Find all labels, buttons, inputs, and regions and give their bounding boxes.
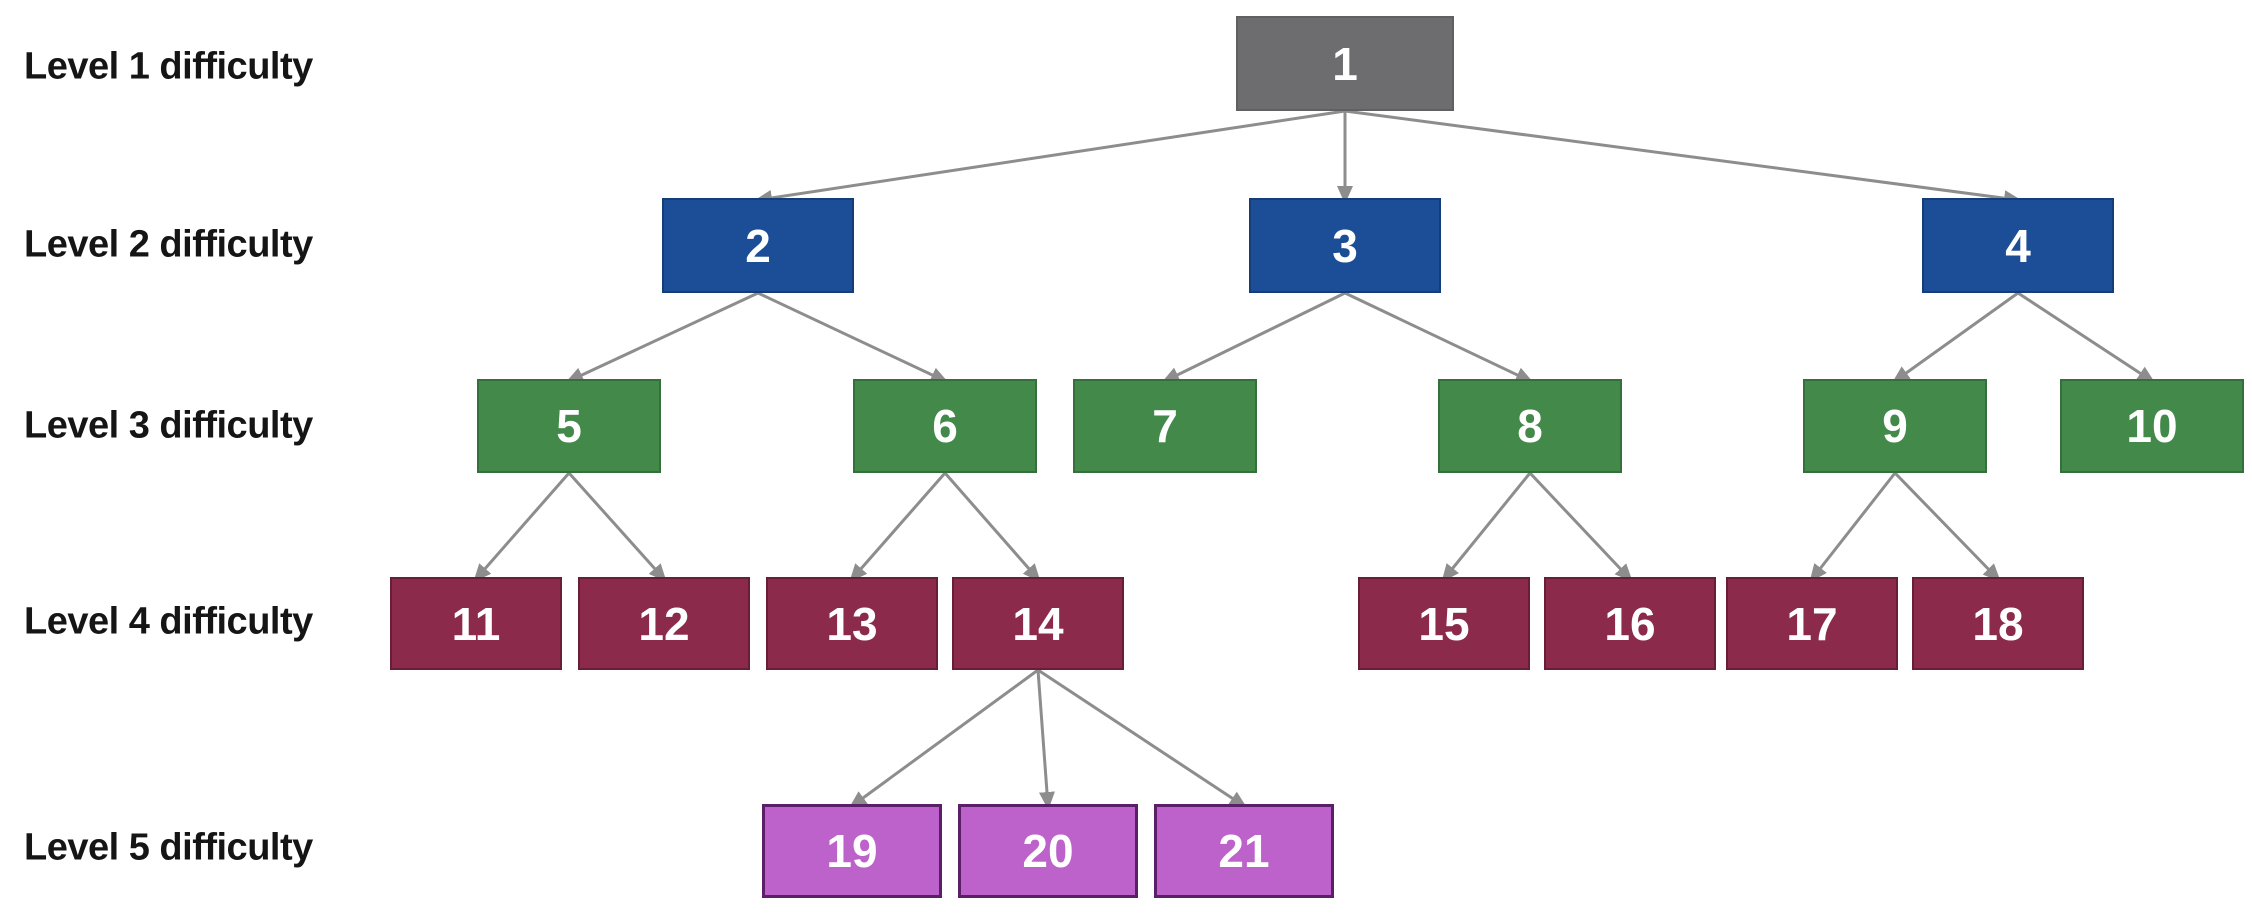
node-21: 21 (1154, 804, 1334, 898)
node-label: 5 (556, 400, 582, 452)
node-20: 20 (958, 804, 1138, 898)
node-15: 15 (1358, 577, 1530, 670)
node-label: 3 (1332, 219, 1358, 272)
row-label-level-2: Level 2 difficulty (24, 223, 313, 266)
edge-14-20 (1036, 669, 1055, 810)
node-label: 19 (826, 825, 878, 877)
node-11: 11 (390, 577, 562, 670)
edge-8-15 (1441, 472, 1532, 583)
node-7: 7 (1073, 379, 1257, 473)
node-label: 8 (1517, 400, 1543, 452)
node-18: 18 (1912, 577, 2084, 670)
node-3: 3 (1249, 198, 1441, 293)
node-label: 12 (638, 597, 690, 650)
node-label: 21 (1218, 825, 1270, 877)
node-label: 9 (1882, 400, 1908, 452)
node-label: 4 (2005, 219, 2031, 272)
node-label: 14 (1012, 597, 1064, 650)
node-label: 11 (451, 597, 501, 650)
edge-9-18 (1893, 471, 2001, 582)
node-label: 10 (2126, 400, 2178, 452)
edge-3-8 (1344, 291, 1534, 383)
node-label: 13 (826, 597, 878, 650)
edge-8-16 (1528, 471, 1633, 582)
edge-1-4 (1344, 109, 2022, 207)
row-label-level-4: Level 4 difficulty (24, 600, 313, 643)
node-2: 2 (662, 198, 854, 293)
edge-2-6 (757, 291, 949, 383)
node-14: 14 (952, 577, 1124, 670)
edge-2-5 (565, 291, 759, 383)
row-label-level-1: Level 1 difficulty (24, 45, 313, 88)
node-1: 1 (1236, 16, 1454, 111)
node-9: 9 (1803, 379, 1987, 473)
node-label: 1 (1332, 37, 1358, 90)
edge-3-7 (1161, 291, 1346, 383)
row-label-level-5: Level 5 difficulty (24, 826, 313, 869)
node-5: 5 (477, 379, 661, 473)
node-label: 6 (932, 400, 958, 452)
node-10: 10 (2060, 379, 2244, 473)
node-label: 2 (745, 219, 771, 272)
node-label: 7 (1152, 400, 1178, 452)
node-19: 19 (762, 804, 942, 898)
edge-6-13 (849, 472, 947, 583)
row-label-level-3: Level 3 difficulty (24, 404, 313, 447)
node-17: 17 (1726, 577, 1898, 670)
edge-5-12 (567, 471, 667, 582)
edge-9-17 (1809, 472, 1897, 583)
edge-14-19 (848, 668, 1039, 809)
node-8: 8 (1438, 379, 1622, 473)
edge-4-9 (1891, 291, 2019, 384)
node-label: 17 (1786, 597, 1838, 650)
edge-6-14 (943, 472, 1041, 583)
edge-1-2 (754, 109, 1346, 206)
node-label: 20 (1022, 825, 1074, 877)
node-label: 18 (1972, 597, 2024, 650)
node-6: 6 (853, 379, 1037, 473)
node-label: 16 (1604, 597, 1656, 650)
node-label: 15 (1418, 597, 1470, 650)
edge-4-10 (2017, 291, 2156, 384)
node-4: 4 (1922, 198, 2114, 293)
node-12: 12 (578, 577, 750, 670)
edge-5-11 (473, 472, 571, 583)
edge-14-21 (1037, 668, 1248, 809)
node-16: 16 (1544, 577, 1716, 670)
node-13: 13 (766, 577, 938, 670)
